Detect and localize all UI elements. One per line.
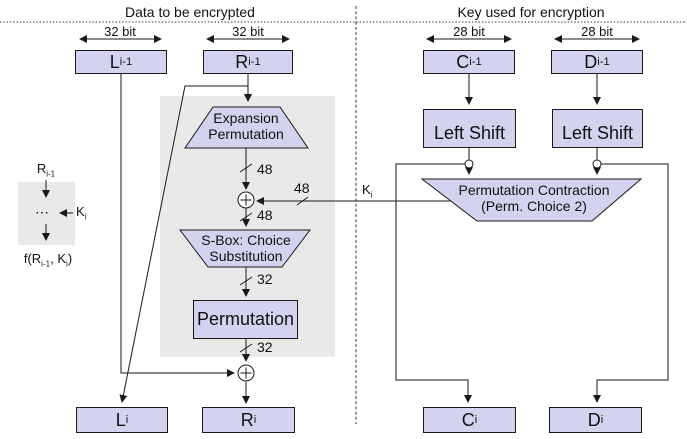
sbox-label: S-Box: Choice Substitution <box>201 232 291 264</box>
wire-width-48: 48 <box>294 180 310 196</box>
wire-width-32: 32 <box>257 339 273 355</box>
right-section-title: Key used for encryption <box>457 4 605 20</box>
bit-width-label: 28 bit <box>453 24 485 39</box>
subkey-label: Ki <box>362 182 373 200</box>
legend-r-prev-label: Ri-1 <box>36 161 56 179</box>
wire-width-48: 48 <box>257 207 273 223</box>
wire-rprev-to-lnext <box>119 85 248 403</box>
legend-f-function-label: f(Ri-1, Ki) <box>23 251 73 269</box>
expansion-permutation-shape <box>184 106 309 149</box>
junction-dot-icon <box>464 159 602 169</box>
wire-width-48: 48 <box>257 161 273 177</box>
slash-32-2 <box>239 343 253 353</box>
slash-48-key <box>296 196 309 206</box>
sbox-shape <box>178 229 312 268</box>
slash-48-1 <box>239 163 253 173</box>
legend-dots: ⋯ <box>35 204 49 220</box>
permutation-box: Permutation <box>193 300 298 339</box>
left-shift-c-box: Left Shift <box>423 109 516 148</box>
bit-width-label: 32 bit <box>232 24 264 39</box>
perm-contraction-shape <box>420 178 643 222</box>
xor-icon <box>237 191 255 209</box>
perm-contraction-label: Permutation Contraction (Perm. Choice 2) <box>458 182 610 214</box>
wire-lprev-to-xor2 <box>120 73 235 377</box>
bit-width-label: 32 bit <box>104 24 136 39</box>
wire-width-32: 32 <box>257 271 273 287</box>
left-section-title: Data to be encrypted <box>125 4 255 20</box>
wire-dloop <box>593 163 669 403</box>
slash-48-2 <box>239 212 253 222</box>
legend-key-label: Ki <box>76 204 87 222</box>
slash-32-1 <box>239 276 253 286</box>
expansion-permutation-label: Expansion Permutation <box>208 110 284 142</box>
left-shift-d-box: Left Shift <box>552 109 643 148</box>
wire-cloop <box>395 163 472 403</box>
bit-width-label: 28 bit <box>581 24 613 39</box>
xor-icon <box>237 364 255 382</box>
